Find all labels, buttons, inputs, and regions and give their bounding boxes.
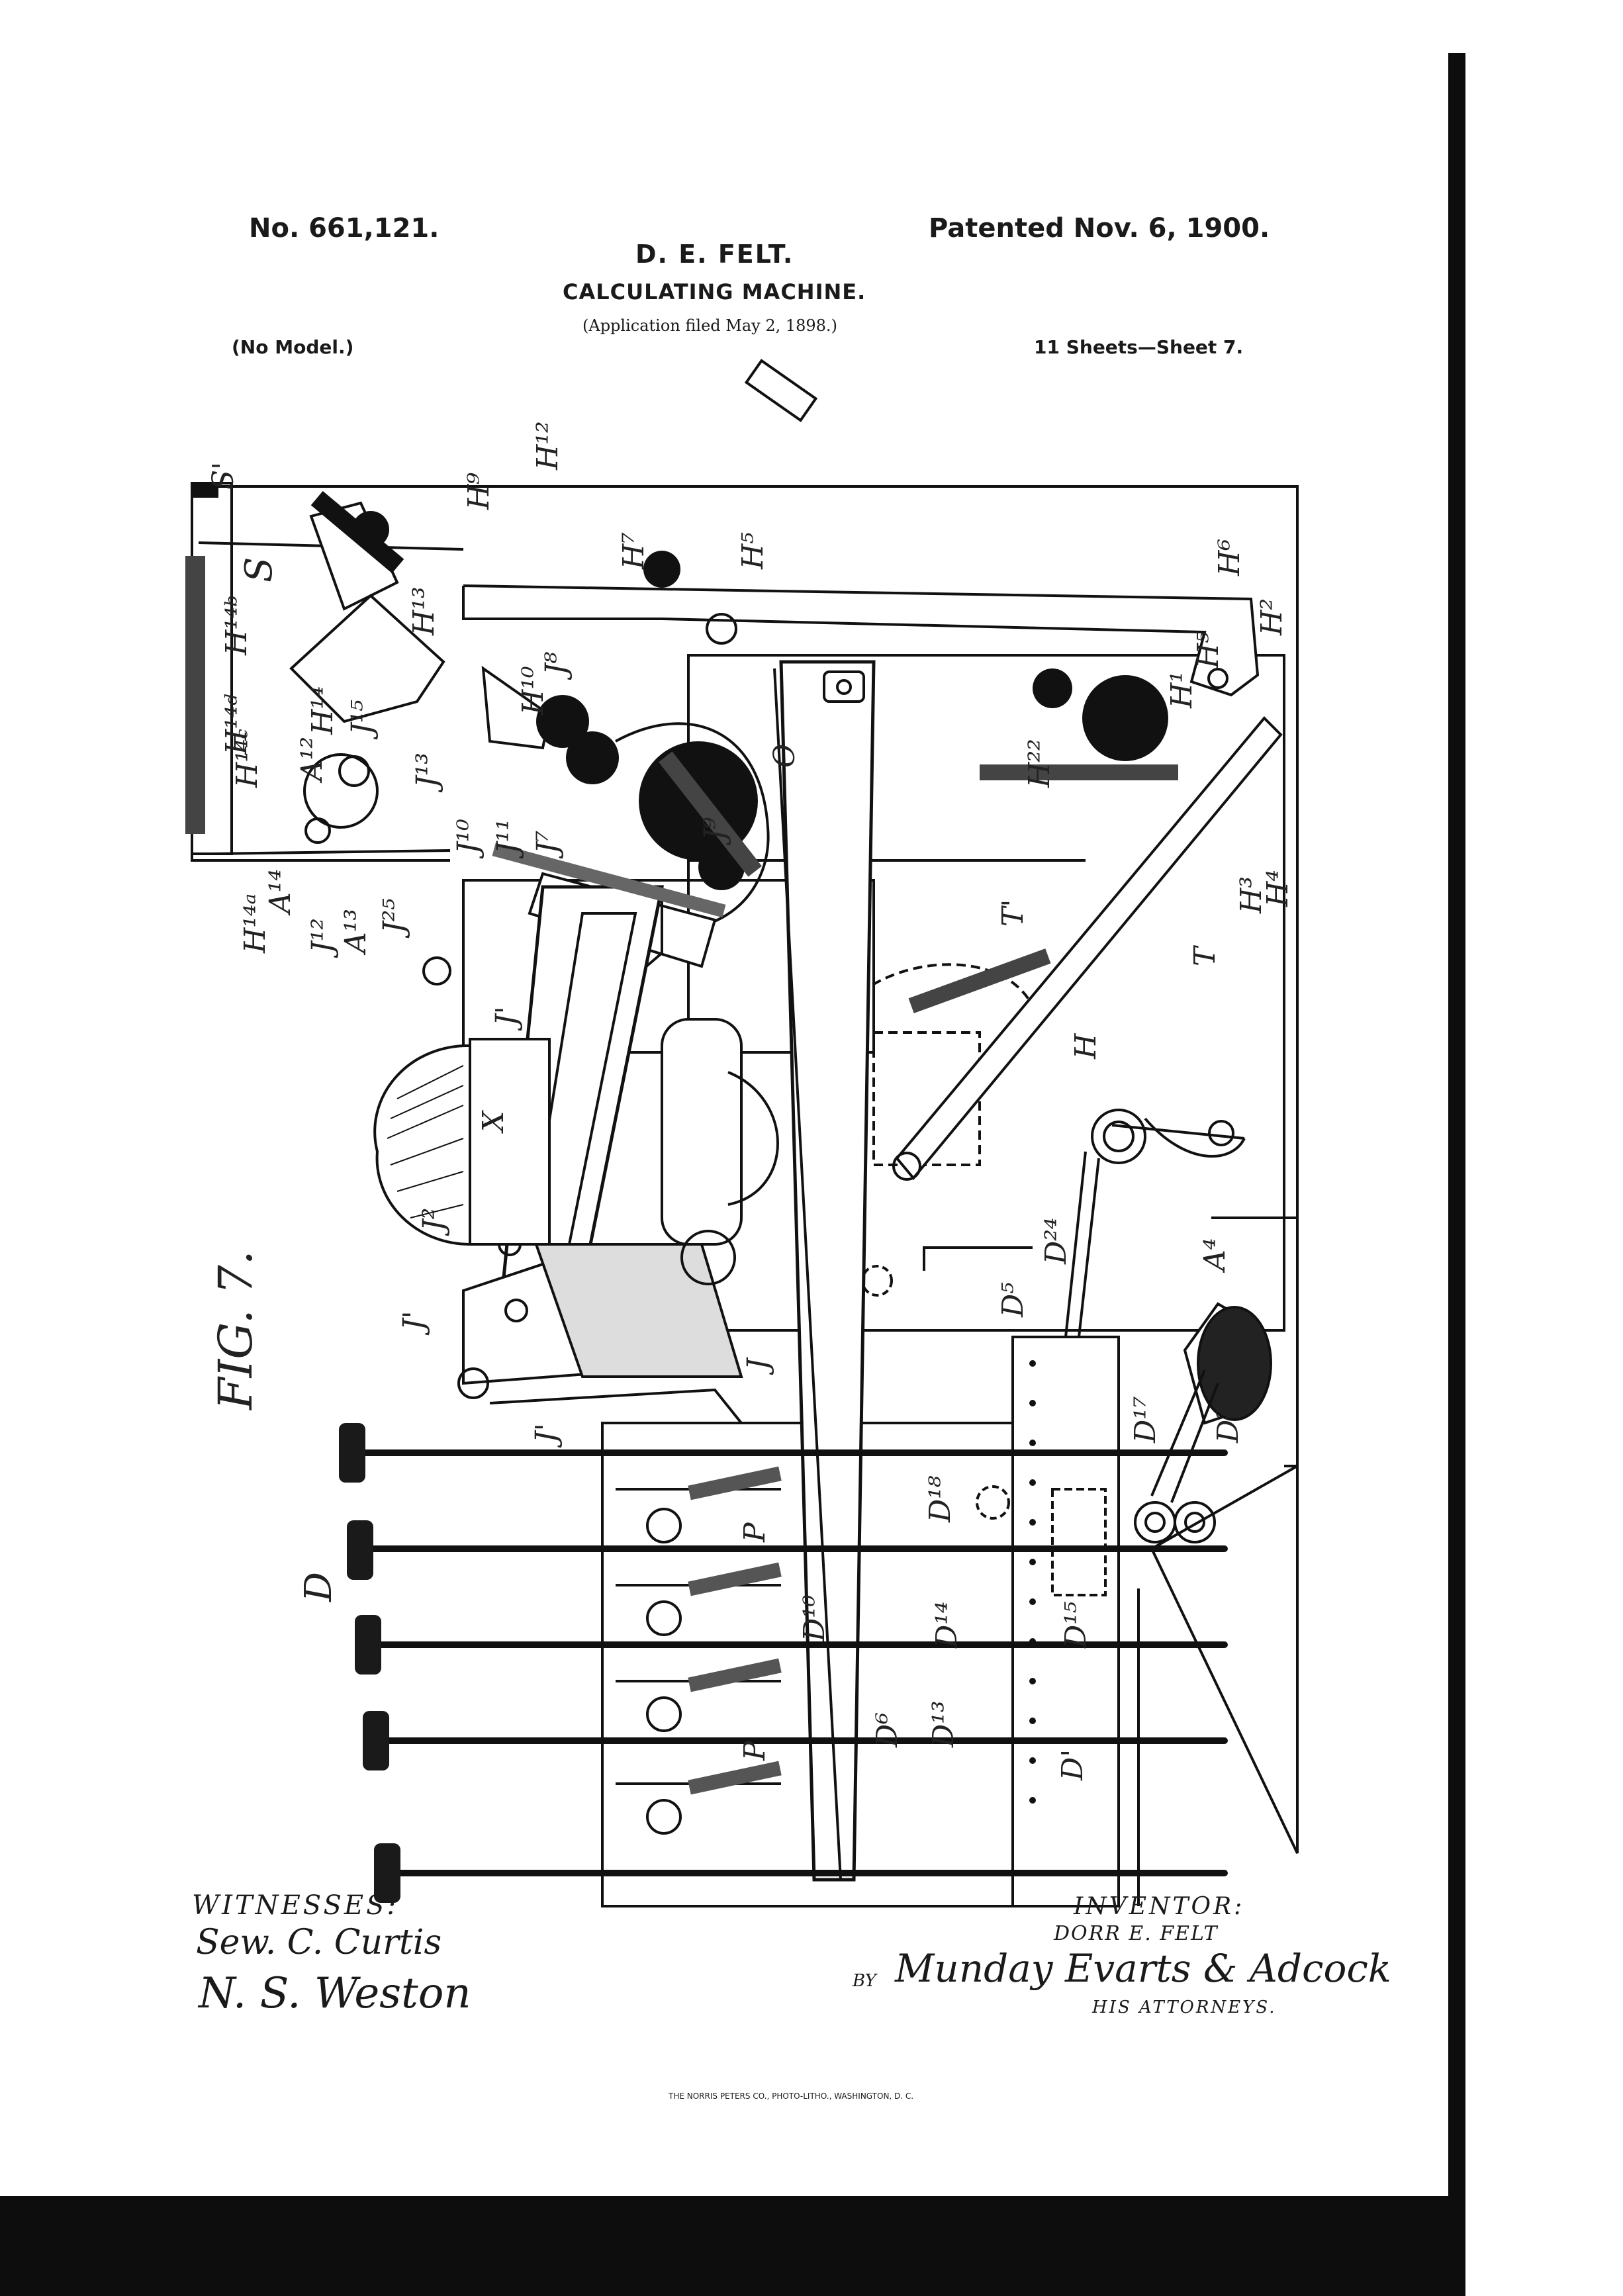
ref-label: J [741, 1357, 775, 1375]
ref-label: J¹⁰ [451, 819, 485, 859]
scan-edge-right [1448, 53, 1465, 2296]
ref-label: J¹¹ [491, 819, 525, 859]
ref-label: J² [417, 1208, 451, 1236]
ref-label: J' [397, 1310, 431, 1336]
ref-label: H⁴ [1261, 870, 1295, 907]
ref-label: J' [530, 1423, 563, 1448]
ref-label: D¹⁵ [1059, 1601, 1093, 1649]
by-label: BY [853, 1971, 876, 1991]
ref-label: D⁵ [996, 1282, 1030, 1318]
attorneys-signature: Munday Evarts & Adcock [895, 1946, 1392, 1991]
ref-label: A¹² [295, 737, 329, 784]
ref-label: J⁷ [531, 830, 565, 859]
ref-label: D¹⁸ [923, 1475, 957, 1523]
ref-label: X [477, 1110, 510, 1134]
ref-label: H¹⁴ᵃ [238, 894, 272, 954]
sheet-count: 11 Sheets—Sheet 7. [1034, 336, 1244, 358]
ref-label: H¹⁴ᶜ [230, 729, 264, 788]
ref-label: D¹⁰ [798, 1594, 831, 1642]
ref-label: S [238, 557, 281, 582]
ref-label: H⁶ [1213, 539, 1246, 576]
ref-label: D¹³ [927, 1700, 960, 1748]
ref-label: S' [207, 462, 240, 490]
ref-label: H [1069, 1033, 1103, 1060]
ref-label: D¹⁴ [930, 1601, 964, 1649]
model-note: (No Model.) [232, 336, 354, 358]
ref-label: P [738, 1740, 772, 1761]
ref-label: H⁹ [462, 473, 496, 510]
ref-label: H¹² [531, 421, 565, 471]
ref-label: J⁹ [698, 817, 732, 846]
ref-label: H¹⁴ᵈ [220, 694, 254, 755]
ref-label: H¹ [1165, 671, 1199, 709]
ref-label: H¹⁰ [516, 666, 550, 715]
ref-label: D⁶ [870, 1712, 904, 1748]
ref-label: P [738, 1522, 772, 1543]
ref-label: H⁵ [736, 532, 770, 570]
ref-label: H³ [1234, 876, 1268, 914]
application-filed: (Application filed May 2, 1898.) [582, 316, 837, 335]
witness-signature-1: Sew. C. Curtis [196, 1923, 442, 1962]
ref-label: D²⁴ [1039, 1217, 1073, 1265]
scan-edge-bottom [0, 2196, 1465, 2296]
ref-label: D' [1056, 1749, 1090, 1781]
ref-label: D³ [1211, 1408, 1245, 1444]
ref-label: T' [996, 899, 1030, 927]
attorneys-label: HIS ATTORNEYS. [1092, 1998, 1277, 2017]
witness-signature-2: N. S. Weston [199, 1969, 471, 2018]
ref-label: J' [490, 1006, 524, 1031]
label-fig: FIG. 7. [209, 1250, 263, 1411]
ref-label: H⁷ [617, 532, 651, 570]
patent-number: No. 661,121. [249, 213, 440, 244]
ref-label: H¹⁴ᵇ [220, 595, 254, 656]
ref-label: D [297, 1572, 340, 1602]
inventor-heading: D. E. FELT. [635, 240, 794, 269]
patented-date: Patented Nov. 6, 1900. [929, 213, 1270, 244]
ref-label: J⁸ [539, 651, 573, 680]
ref-label: J²⁵ [377, 898, 411, 939]
invention-title: CALCULATING MACHINE. [563, 279, 866, 304]
ref-label: T [1188, 944, 1222, 966]
ref-label: A⁴ [1198, 1238, 1232, 1273]
ref-label: J¹⁵ [346, 700, 379, 740]
ref-label: H¹⁴ [306, 686, 340, 735]
ref-label: H²² [1023, 739, 1056, 788]
witnesses-label: WITNESSES: [192, 1890, 398, 1921]
ref-label: J¹³ [410, 753, 444, 793]
ref-label: A¹³ [339, 909, 373, 956]
ref-label: D¹⁷ [1129, 1396, 1162, 1444]
ref-label: H¹³ [407, 586, 441, 636]
ref-label: H² [1255, 598, 1289, 636]
inventor-label: INVENTOR: [1074, 1893, 1245, 1920]
printer-credit: THE NORRIS PETERS CO., PHOTO-LITHO., WAS… [669, 2091, 914, 2101]
inventor-signature: DORR E. FELT [1054, 1922, 1219, 1945]
ref-label: J¹² [306, 918, 340, 958]
ref-label: O [768, 744, 802, 768]
ref-label: H⁵ [1191, 631, 1225, 669]
ref-label: A¹⁴ [263, 869, 297, 916]
